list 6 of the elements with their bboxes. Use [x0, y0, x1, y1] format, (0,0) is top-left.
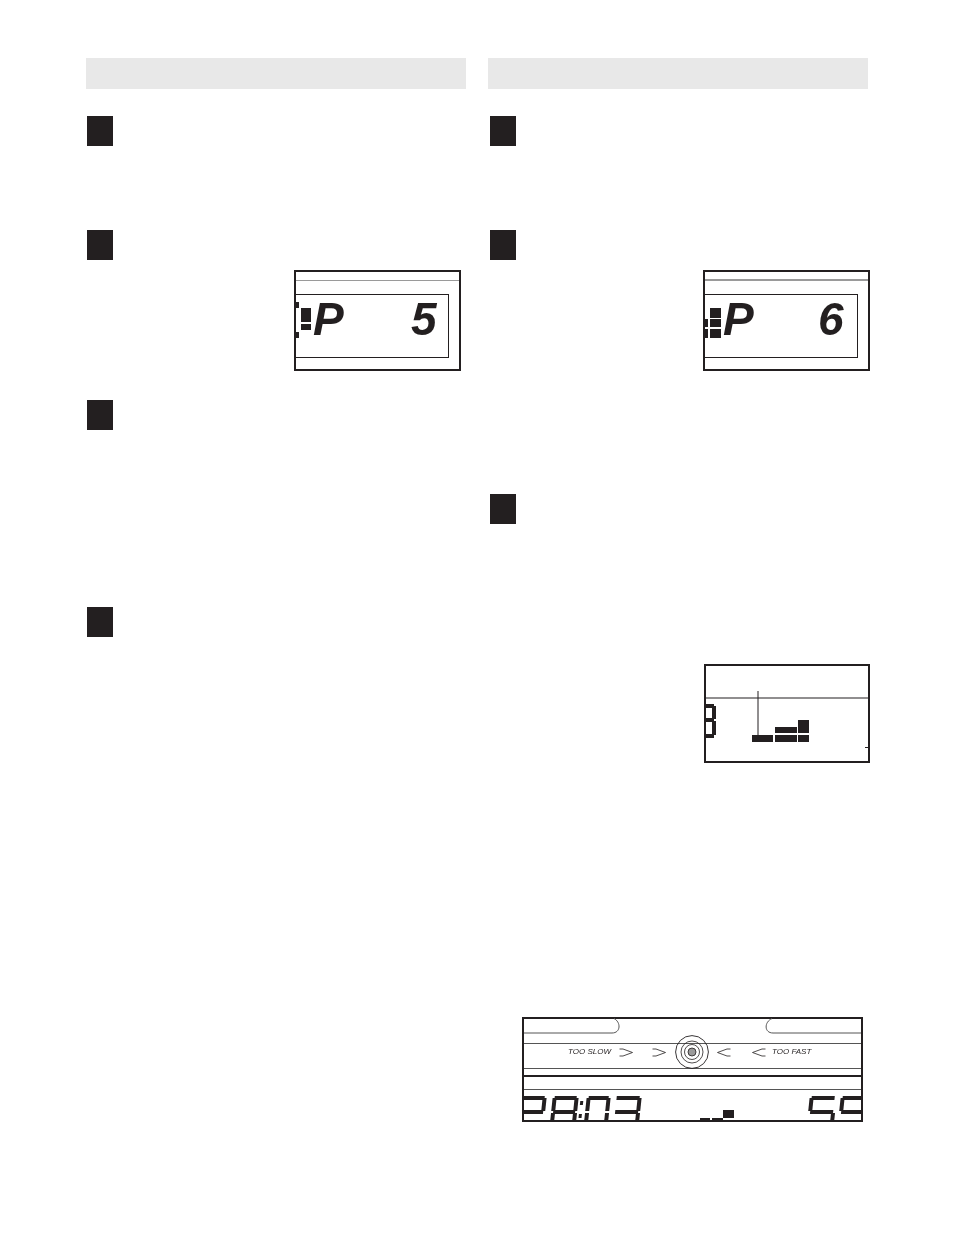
speed-hint-text: TOO SLOW — [568, 1048, 611, 1056]
display-readout: 5 — [411, 296, 437, 342]
display-readout: 6 — [818, 296, 844, 342]
speed-hint-text: TOO FAST — [772, 1048, 812, 1056]
display-readout: P — [313, 296, 344, 342]
display-readout: P — [723, 296, 754, 342]
